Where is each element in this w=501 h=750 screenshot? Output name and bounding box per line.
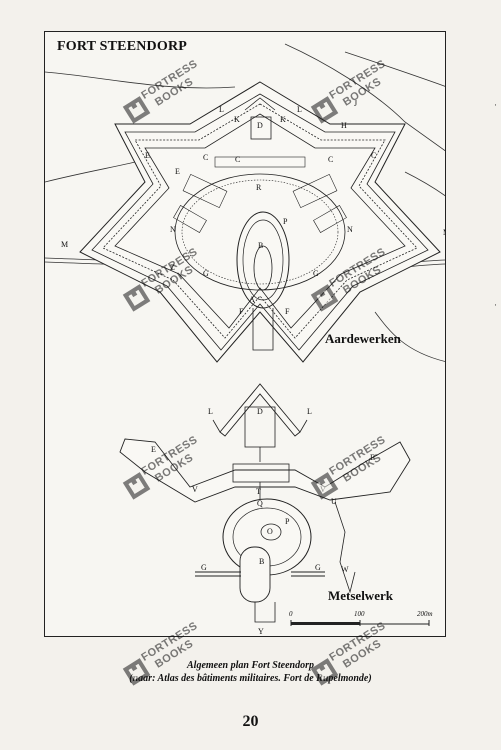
- plan-label: L: [219, 105, 224, 114]
- scale-label-end: 200m: [417, 610, 433, 618]
- plan-label: G: [313, 269, 319, 278]
- plan-label: C: [371, 151, 376, 160]
- plan-label: E: [145, 151, 150, 160]
- figure-caption-line2: (naar: Atlas des bâtiments militaires. F…: [129, 673, 372, 684]
- plan-label: R: [256, 183, 262, 192]
- plan-label: U: [331, 497, 337, 506]
- plan-label: M: [61, 240, 68, 249]
- plan-label: Y: [258, 627, 264, 636]
- masonry-plan: [119, 383, 411, 623]
- plan-label: P: [283, 217, 288, 226]
- plan-label: F: [285, 307, 290, 316]
- plan-label: D: [257, 121, 263, 130]
- section-label-masonry: Metselwerk: [328, 588, 393, 603]
- plan-label: N: [170, 225, 176, 234]
- plan-label: O: [267, 527, 273, 536]
- plan-label: G: [315, 563, 321, 572]
- page-number: 20: [242, 713, 259, 730]
- page-title: FORT STEENDORP: [57, 39, 188, 54]
- plan-label: C: [328, 155, 333, 164]
- figure-caption: Algemeen plan Fort Steendorp (naar: Atla…: [0, 659, 501, 685]
- plan-label: T: [256, 487, 261, 496]
- edge-mark: ·: [494, 100, 497, 110]
- earthworks-plan: [79, 81, 441, 363]
- plan-label: G: [201, 563, 207, 572]
- plan-label: E: [175, 167, 180, 176]
- plan-label: L: [307, 407, 312, 416]
- plan-label: L: [208, 407, 213, 416]
- scale-label-mid: 100: [354, 610, 365, 618]
- plan-label: W: [341, 565, 349, 574]
- plan-label: H: [341, 121, 347, 130]
- earthworks-labels: L K D K L J H E C C C C E R P N N M M B …: [61, 99, 446, 316]
- section-label-earthworks: Aardewerken: [325, 331, 401, 346]
- plan-label: E: [370, 453, 375, 462]
- figure-caption-line1: Algemeen plan Fort Steendorp: [187, 660, 314, 671]
- plan-label: E: [151, 445, 156, 454]
- plan-label: K: [280, 115, 286, 124]
- plan-label: P: [285, 517, 290, 526]
- plan-label: Q: [257, 499, 263, 508]
- plan-label: B: [258, 241, 263, 250]
- plan-label: D: [257, 407, 263, 416]
- plan-label: J: [354, 99, 357, 108]
- plan-label: L: [297, 105, 302, 114]
- scale-label-start: 0: [289, 610, 293, 618]
- plan-label: C: [235, 155, 240, 164]
- plan-label: Z: [170, 263, 175, 272]
- plan-label: V: [192, 485, 198, 494]
- plan-label: F: [239, 307, 244, 316]
- scale-bar: 0 100 200m: [289, 610, 439, 632]
- plan-label: M: [443, 228, 446, 237]
- plan-frame: FORT STEENDORP: [44, 31, 446, 637]
- plan-label: K: [234, 115, 240, 124]
- fort-plan-drawing: L K D K L J H E C C C C E R P N N M M B …: [45, 43, 446, 636]
- plan-label: B: [259, 557, 264, 566]
- plan-label: A: [249, 295, 255, 304]
- plan-label: G: [203, 269, 209, 278]
- plan-label: C: [203, 153, 208, 162]
- edge-mark: ·: [494, 300, 497, 310]
- plan-label: N: [347, 225, 353, 234]
